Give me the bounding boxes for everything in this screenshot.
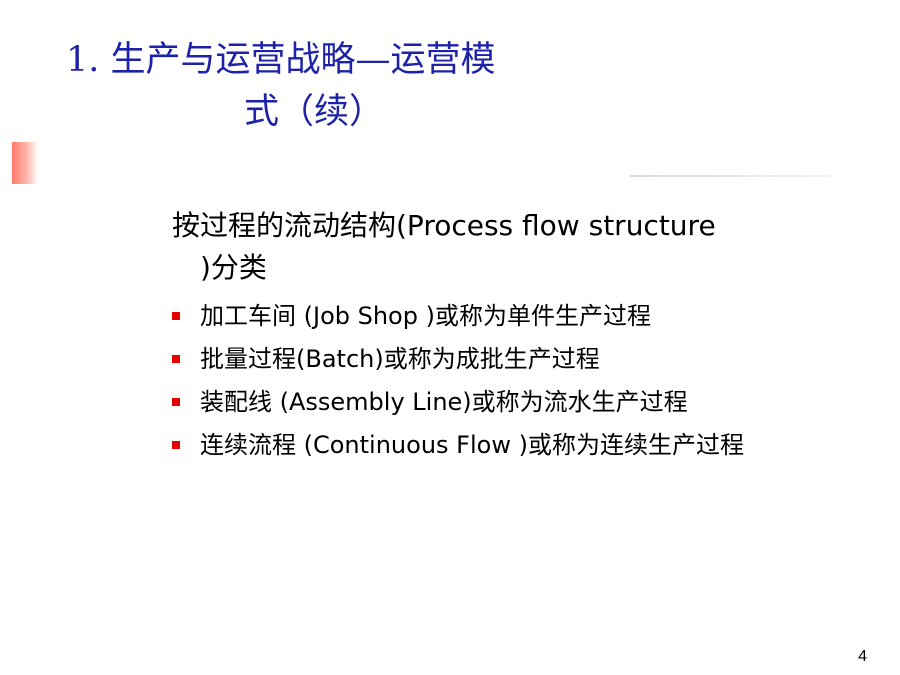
slide-title: 1. 生产与运营战略—运营模 式（续） [66,34,626,138]
title-divider [630,175,830,177]
bullet-list: 加工车间 (Job Shop )或称为单件生产过程 批量过程(Batch)或称为… [172,295,872,467]
bullet-square-icon [172,441,180,449]
bullet-square-icon [172,355,180,363]
slide-content: 按过程的流动结构(Process flow structure )分类 加工车间… [172,205,872,467]
section-heading: 按过程的流动结构(Process flow structure )分类 [172,205,872,289]
accent-bar [12,142,38,184]
list-item-text: 加工车间 (Job Shop )或称为单件生产过程 [200,302,651,330]
list-item-text: 批量过程(Batch)或称为成批生产过程 [200,345,600,373]
list-item: 批量过程(Batch)或称为成批生产过程 [172,338,872,381]
heading-line-2: )分类 [200,251,267,284]
title-line-1: 1. 生产与运营战略—运营模 [66,40,496,80]
title-line-2: 式（续） [244,92,385,132]
heading-line-1: 按过程的流动结构(Process flow structure [172,209,716,242]
bullet-square-icon [172,398,180,406]
bullet-square-icon [172,312,180,320]
page-number: 4 [858,648,867,665]
list-item: 连续流程 (Continuous Flow )或称为连续生产过程 [172,424,872,467]
list-item-text: 装配线 (Assembly Line)或称为流水生产过程 [200,388,688,416]
list-item: 装配线 (Assembly Line)或称为流水生产过程 [172,381,872,424]
list-item: 加工车间 (Job Shop )或称为单件生产过程 [172,295,872,338]
list-item-text: 连续流程 (Continuous Flow )或称为连续生产过程 [200,431,744,459]
